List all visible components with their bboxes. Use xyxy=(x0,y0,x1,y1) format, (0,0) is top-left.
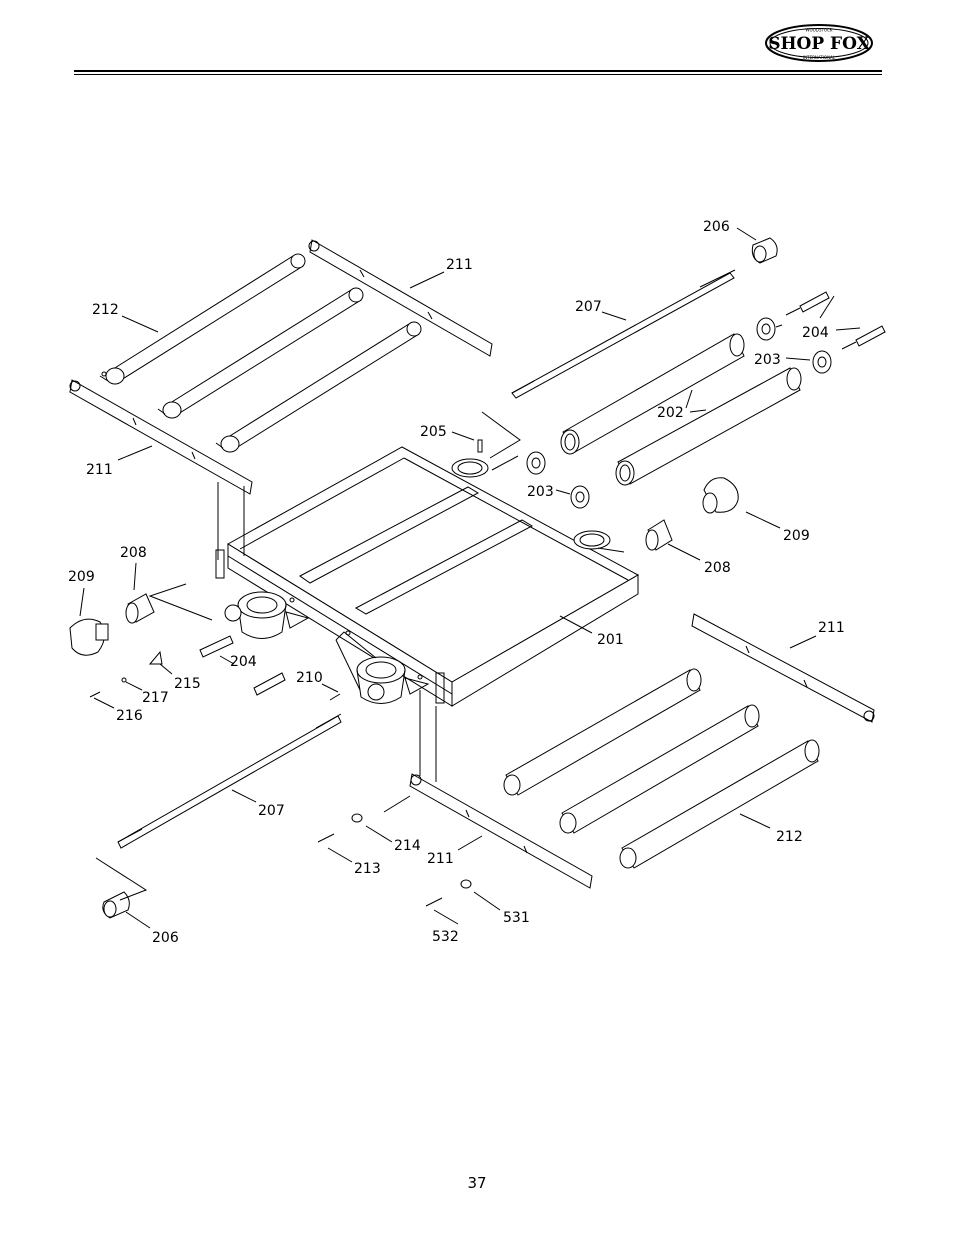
svg-text:WOODSTOCK: WOODSTOCK xyxy=(806,28,833,33)
label-206: 206 xyxy=(703,219,730,235)
label-212: 212 xyxy=(776,829,803,845)
label-203: 203 xyxy=(754,352,781,368)
label-211: 211 xyxy=(427,851,454,867)
label-531: 531 xyxy=(503,910,530,926)
part-labels: 206 211 212 207 204 203 202 211 205 203 … xyxy=(68,219,845,946)
page-number: 37 xyxy=(467,1174,487,1192)
label-214: 214 xyxy=(394,838,421,854)
lower-parts xyxy=(102,613,875,919)
label-201: 201 xyxy=(597,632,624,648)
label-215: 215 xyxy=(174,676,201,692)
upper-left-roller-assembly xyxy=(69,239,493,495)
roller-202 xyxy=(560,333,745,455)
left-small-parts xyxy=(69,593,341,701)
label-204: 204 xyxy=(802,325,829,341)
leader-lines xyxy=(79,227,861,929)
label-204: 204 xyxy=(230,654,257,670)
label-207: 207 xyxy=(258,803,285,819)
header-rule-thin xyxy=(74,74,882,75)
label-212: 212 xyxy=(92,302,119,318)
label-209: 209 xyxy=(783,528,810,544)
label-206: 206 xyxy=(152,930,179,946)
label-213: 213 xyxy=(354,861,381,877)
label-211: 211 xyxy=(86,462,113,478)
svg-text:INTERNATIONAL: INTERNATIONAL xyxy=(803,55,836,60)
table-body xyxy=(215,446,640,707)
roller xyxy=(157,287,364,419)
label-205: 205 xyxy=(420,424,447,440)
label-217: 217 xyxy=(142,690,169,706)
label-532: 532 xyxy=(432,929,459,945)
label-210: 210 xyxy=(296,670,323,686)
upper-right-parts xyxy=(477,237,886,551)
label-216: 216 xyxy=(116,708,143,724)
roller-202 xyxy=(615,367,802,486)
roller xyxy=(99,253,306,385)
header-rule-thick xyxy=(74,70,882,72)
label-203: 203 xyxy=(527,484,554,500)
label-202: 202 xyxy=(657,405,684,421)
label-211: 211 xyxy=(818,620,845,636)
shop-fox-logo: SHOP FOX WOODSTOCK INTERNATIONAL xyxy=(765,24,873,62)
roller xyxy=(215,321,422,453)
svg-text:SHOP FOX: SHOP FOX xyxy=(768,34,870,54)
label-208: 208 xyxy=(120,545,147,561)
label-209: 209 xyxy=(68,569,95,585)
label-208: 208 xyxy=(704,560,731,576)
label-207: 207 xyxy=(575,299,602,315)
label-211: 211 xyxy=(446,257,473,273)
